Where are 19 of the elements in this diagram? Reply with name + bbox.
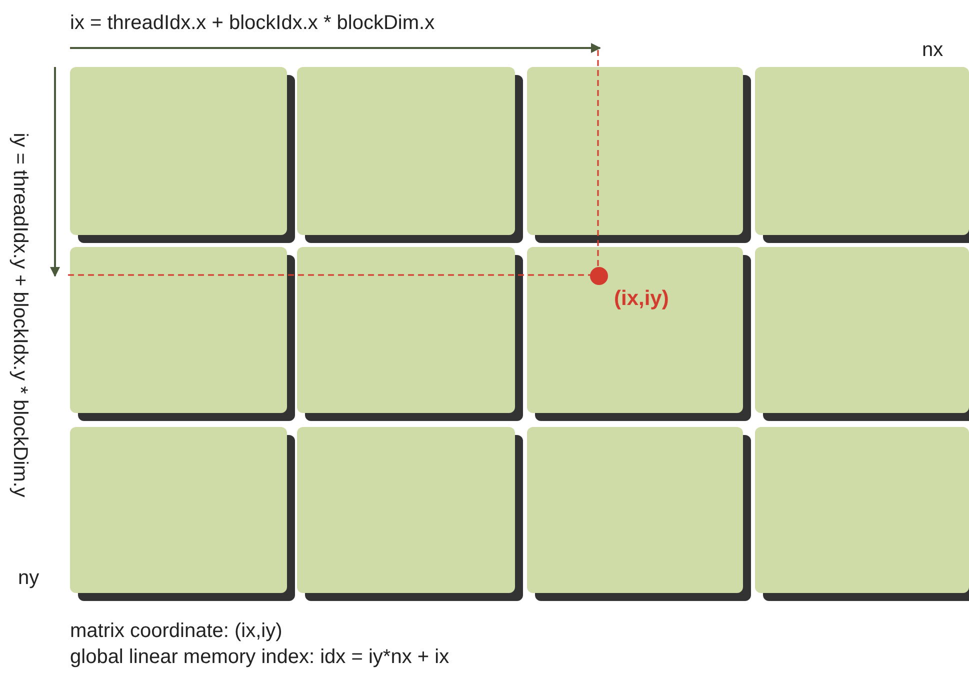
axis-label: ny xyxy=(18,566,40,591)
block-box xyxy=(297,427,515,593)
block-box xyxy=(527,427,743,593)
block-box xyxy=(755,247,969,413)
block-box xyxy=(70,247,287,413)
block-box xyxy=(70,427,287,593)
note-text: global linear memory index: idx = iy*nx + ix xyxy=(70,645,450,670)
block-box xyxy=(755,67,969,235)
block-box xyxy=(297,67,515,235)
block-box xyxy=(755,427,969,593)
block-box xyxy=(527,67,743,235)
formula-label: ix = threadIdx.x + blockIdx.x * blockDim.x xyxy=(70,11,435,36)
formula-label: iy = threadIdx.y + blockIdx.y * blockDim.y xyxy=(8,132,32,500)
block-box xyxy=(297,247,515,413)
block-box xyxy=(527,247,743,413)
point-label: (ix,iy) xyxy=(614,286,669,312)
block-box xyxy=(70,67,287,235)
note-text: matrix coordinate: (ix,iy) xyxy=(70,619,282,644)
axis-label: nx xyxy=(922,38,944,63)
